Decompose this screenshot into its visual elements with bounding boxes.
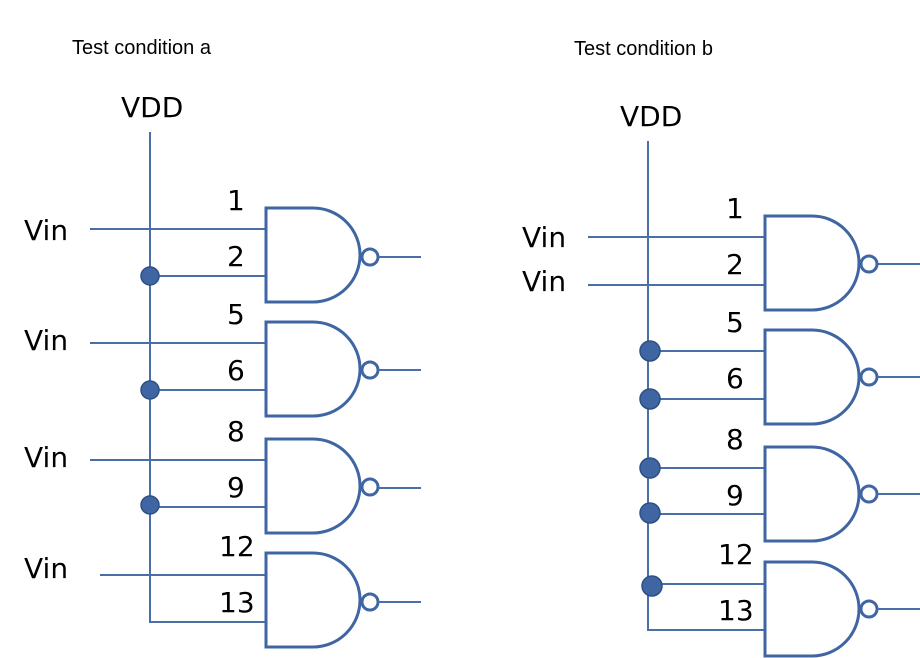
panel-b-vdd-rail [647,141,765,631]
panel-a-gate-1-vin-label: Vin [24,214,68,247]
panel-a-gate-2-pin-bottom: 6 [227,354,245,387]
panel-a-vdd-label: VDD [121,91,183,124]
panel-a-gate-1: Vin 1 2 [24,184,421,304]
panel-a-gate-2-junction [140,380,160,400]
panel-a-gate-3-pin-bottom: 9 [227,471,245,504]
panel-a-gate-1-nand-body [264,206,362,304]
panel-b-gate-4-pin-top: 12 [718,538,754,571]
panel-a-gate-1-pin-top: 1 [227,184,245,217]
panel-a-title: Test condition a [72,37,212,59]
panel-b-gate-1-vin-top-label: Vin [522,221,566,254]
panel-b-gate-3-pin-top: 8 [726,423,744,456]
panel-b-gate-4-nand-body [763,560,861,658]
panel-b-gate-1-pin-top: 1 [726,192,744,225]
panel-b-gate-4-inverter-bubble [859,599,879,619]
panel-a-gate-4-pin-top: 12 [219,530,255,563]
panel-a-gate-3-pin-top: 8 [227,415,245,448]
panel-a-gate-2-nand-body [264,320,362,418]
panel-a-gate-3-inverter-bubble [360,477,380,497]
panel-a: Test condition a VDD Vin 1 2 Vin 5 6 [24,37,421,649]
panel-a-gate-4-nand-body [264,551,362,649]
panel-b-gate-1: Vin Vin 1 2 [522,192,920,312]
panel-a-gate-4-pin-bottom: 13 [219,586,255,619]
panel-a-gate-1-inverter-bubble [360,247,380,267]
panel-b-gate-2-junction-top [639,340,661,362]
panel-b-gate-2-pin-bottom: 6 [726,362,744,395]
panel-b-gate-1-nand-body [763,214,861,312]
panel-b-gate-2-nand-body [763,328,861,426]
panel-b-gate-4-junction-top [641,575,663,597]
panel-a-gate-2-pin-top: 5 [227,298,245,331]
panel-b-gate-3-junction-top [639,457,661,479]
panel-a-gate-3: Vin 8 9 [24,415,421,535]
panel-a-gate-4-inverter-bubble [360,592,380,612]
panel-b-gate-2-pin-top: 5 [726,306,744,339]
panel-b-gate-2: 5 6 [639,306,920,426]
panel-b-title: Test condition b [574,38,713,60]
panel-b-gate-1-pin-bottom: 2 [726,248,744,281]
panel-b-gate-2-junction-bottom [639,388,661,410]
panel-a-gate-3-nand-body [264,437,362,535]
panel-b-gate-1-inverter-bubble [859,254,879,274]
panel-a-vdd-rail [149,132,266,623]
panel-a-gate-4-vin-label: Vin [24,552,68,585]
panel-b-gate-1-vin-bottom-label: Vin [522,265,566,298]
panel-b-gate-2-inverter-bubble [859,367,879,387]
panel-b-gate-4-pin-bottom: 13 [718,594,754,627]
panel-b-gate-3: 8 9 [639,423,920,543]
panel-b: Test condition b VDD Vin Vin 1 2 5 6 [522,38,920,658]
panel-b-gate-3-inverter-bubble [859,484,879,504]
panel-a-gate-2-vin-label: Vin [24,324,68,357]
panel-a-gate-3-junction [140,495,160,515]
panel-a-gate-2-inverter-bubble [360,360,380,380]
panel-b-gate-3-pin-bottom: 9 [726,479,744,512]
panel-b-gate-3-junction-bottom [639,502,661,524]
panel-a-gate-1-pin-bottom: 2 [227,240,245,273]
panel-b-vdd-label: VDD [620,100,682,133]
panel-a-gate-2: Vin 5 6 [24,298,421,418]
panel-a-gate-4: Vin 12 13 [24,530,421,649]
panel-b-gate-4: 12 13 [641,538,920,658]
panel-b-gate-3-nand-body [763,445,861,543]
panel-a-gate-3-vin-label: Vin [24,441,68,474]
panel-a-gate-1-junction [140,266,160,286]
